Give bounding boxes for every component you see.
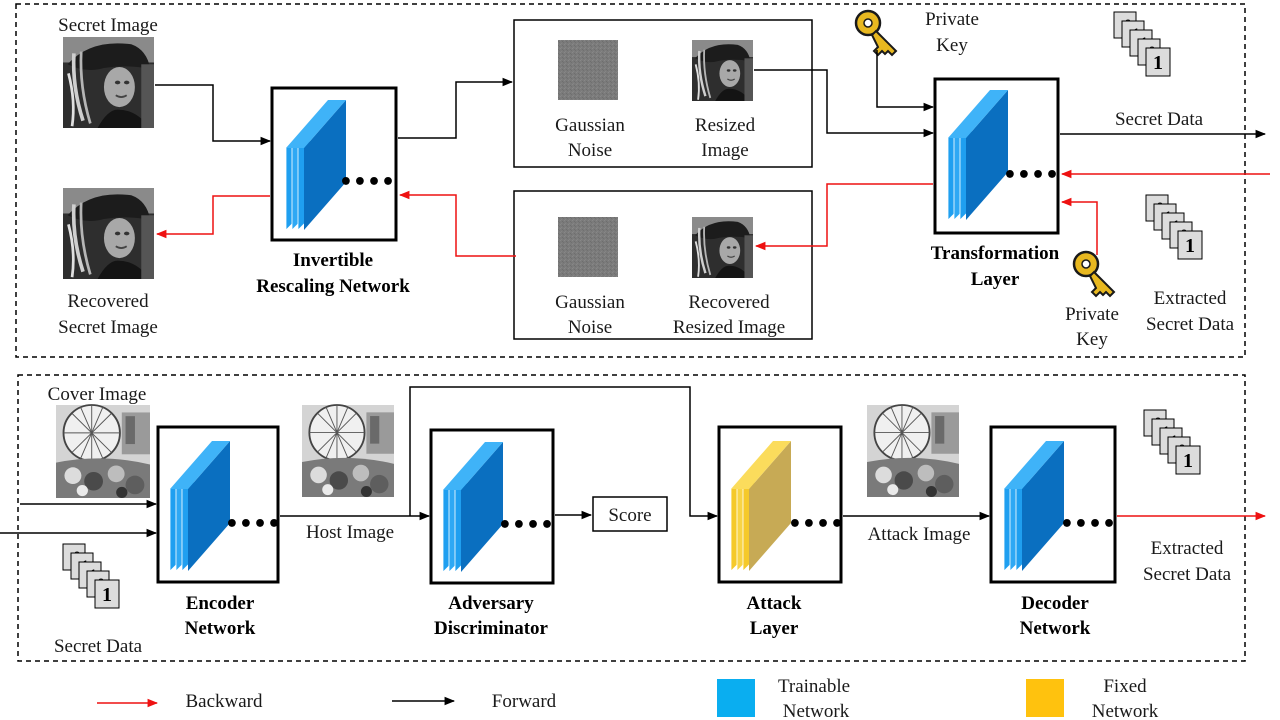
bottom-extracted-label-2: Secret Data	[1143, 564, 1232, 585]
arrow-irn-to-output	[398, 77, 514, 139]
decoder-label-1: Decoder	[1021, 593, 1089, 614]
arrow-back-transform-to-resized	[754, 183, 933, 251]
private-key-1-label-2: Key	[936, 35, 968, 56]
transformation-dots: ••••	[1003, 163, 1059, 188]
irn-label-2: Rescaling Network	[256, 276, 410, 297]
gaussian-noise-1-label-2: Noise	[568, 140, 612, 161]
bottom-panel-border	[17, 374, 1246, 662]
attack-image-label: Attack Image	[868, 524, 971, 545]
bottom-extracted-label-1: Extracted	[1151, 538, 1224, 559]
arrow-host-to-attack	[409, 386, 719, 521]
encoder-label-2: Network	[185, 618, 256, 639]
resized-image-thumbnail	[690, 38, 755, 103]
legend-trainable-label-2: Network	[783, 701, 850, 720]
gaussian-noise-2-label-2: Noise	[568, 317, 612, 338]
legend-fixed-label-1: Fixed	[1103, 676, 1147, 697]
recovered-resized-image-thumbnail	[690, 215, 755, 280]
private-key-1-label-1: Private	[925, 9, 979, 30]
secret-image-thumbnail	[61, 35, 156, 130]
arrow-back-key-to-transform	[1060, 197, 1098, 255]
gaussian-noise-thumbnail-2	[558, 217, 618, 277]
recovered-secret-image-label-2: Secret Image	[58, 317, 158, 338]
cover-image-label: Cover Image	[48, 384, 147, 405]
gaussian-noise-2-label-1: Gaussian	[555, 292, 625, 313]
extracted-data-bits-icon	[1145, 194, 1203, 260]
secret-data-bits-icon	[62, 543, 120, 609]
encoder-dots: ••••	[225, 512, 281, 537]
attack-label-1: Attack	[747, 593, 802, 614]
key-icon	[854, 9, 898, 57]
host-image-thumbnail	[301, 404, 395, 498]
irn-dots: ••••	[339, 170, 395, 195]
legend-fixed-label-2: Network	[1092, 701, 1159, 720]
top-secret-data-label: Secret Data	[1115, 109, 1204, 130]
top-extracted-label-2: Secret Data	[1146, 314, 1235, 335]
host-image-label: Host Image	[306, 522, 394, 543]
encoder-label-1: Encoder	[186, 593, 255, 614]
attack-label-2: Layer	[750, 618, 799, 639]
cover-image-thumbnail	[55, 404, 151, 499]
resized-image-label-2: Image	[701, 140, 748, 161]
decoder-dots: ••••	[1060, 512, 1116, 537]
top-panel-border	[15, 3, 1246, 358]
secret-image-label: Secret Image	[58, 15, 158, 36]
arrow-back-to-irn	[398, 190, 516, 257]
recovered-secret-image-thumbnail	[61, 186, 156, 281]
transformation-label-1: Transformation	[931, 243, 1060, 264]
legend-backward-label: Backward	[185, 691, 263, 712]
arrow-back-irn-to-recovered	[155, 195, 270, 239]
arrow-secret-to-irn	[155, 84, 272, 146]
arrow-resized-to-transform	[754, 69, 935, 138]
top-extracted-label-1: Extracted	[1154, 288, 1227, 309]
score-label: Score	[608, 505, 651, 526]
resized-image-label-1: Resized	[695, 115, 756, 136]
adversary-label-2: Discriminator	[434, 618, 549, 639]
legend-trainable-swatch	[717, 679, 755, 717]
bottom-secret-data-label: Secret Data	[54, 636, 143, 657]
transformation-label-2: Layer	[971, 269, 1020, 290]
key-icon	[1072, 250, 1116, 298]
attack-image-thumbnail	[866, 404, 960, 498]
legend-forward-label: Forward	[492, 691, 557, 712]
private-key-2-label-2: Key	[1076, 329, 1108, 350]
adversary-label-1: Adversary	[448, 593, 534, 614]
legend-fixed-swatch	[1026, 679, 1064, 717]
private-key-2-label-1: Private	[1065, 304, 1119, 325]
recovered-resized-image-label-1: Recovered	[688, 292, 770, 313]
legend-trainable-label-1: Trainable	[778, 676, 850, 697]
irn-label-1: Invertible	[293, 250, 373, 271]
decoder-label-2: Network	[1020, 618, 1091, 639]
adversary-dots: ••••	[498, 513, 554, 538]
secret-data-bits-icon	[1113, 11, 1171, 77]
attack-dots: ••••	[788, 512, 844, 537]
score-box	[592, 496, 668, 532]
gaussian-noise-thumbnail-1	[558, 40, 618, 100]
arrow-key-to-transform	[876, 50, 935, 112]
gaussian-noise-1-label-1: Gaussian	[555, 115, 625, 136]
recovered-secret-image-label-1: Recovered	[67, 291, 149, 312]
extracted-data-bits-icon	[1143, 409, 1201, 475]
recovered-resized-image-label-2: Resized Image	[673, 317, 785, 338]
